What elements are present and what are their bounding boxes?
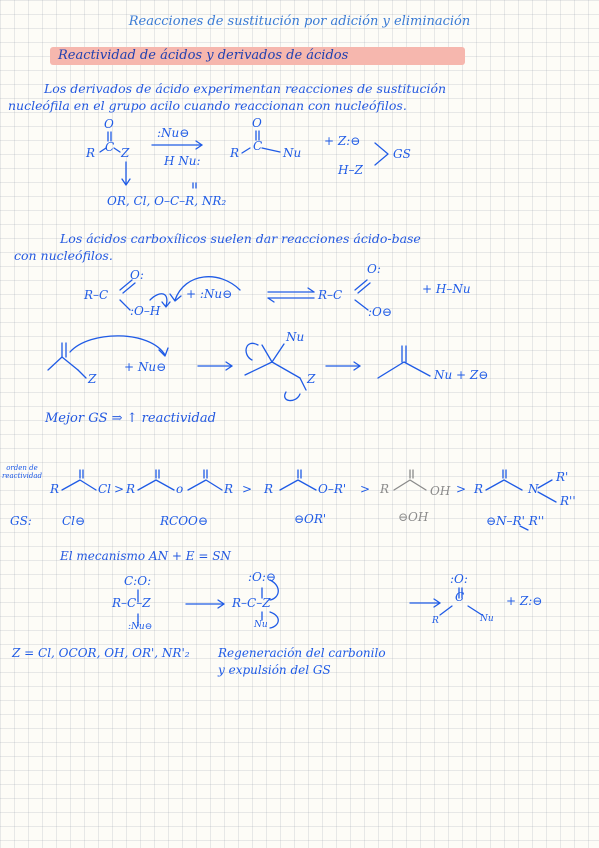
sep-1: > [114, 482, 125, 496]
mech-z: Z [88, 372, 97, 386]
prod-z: + Z:⊖ [506, 594, 543, 608]
z-definition: Z = Cl, OCOR, OH, OR', NR'₂ [12, 646, 190, 660]
acyl-c: C [105, 140, 115, 154]
int2-bottom: Nu [254, 620, 268, 630]
int2-top: :O:⊖ [248, 570, 276, 584]
reactivity-r-4: R [380, 482, 390, 496]
acid-oh: :O–H [130, 304, 161, 318]
product-c: C [253, 139, 263, 153]
reactivity-r-1: R [50, 482, 60, 496]
page-title: Reacciones de sustitución por adición y … [128, 14, 471, 29]
regen-line-1: Regeneración del carbonilo [218, 646, 386, 660]
reagent-hnu: H Nu: [164, 154, 201, 168]
product-o: O [252, 116, 262, 130]
gs-nr2: ⊖N–R' R'' [486, 514, 545, 528]
z-options: OR, Cl, O–C–R, NR₂ [107, 194, 227, 208]
intro-line-1: Los derivados de ácido experimentan reac… [44, 81, 447, 96]
an-e-heading: El mecanismo AN + E = SN [60, 549, 231, 563]
reactivity-amide-n: N [528, 482, 539, 496]
leaving-z-anion: + Z:⊖ [324, 134, 361, 148]
gs-cl: Cl⊖ [62, 514, 86, 528]
product-r: R [230, 146, 240, 160]
mech-product: Nu + Z⊖ [434, 368, 489, 382]
gs-rcoo: RCOO⊖ [160, 514, 208, 528]
mech-plus-nu: + Nu⊖ [124, 360, 167, 374]
acid-r-c: R–C [84, 288, 109, 302]
reactivity-acid-oh: OH [430, 484, 451, 498]
reactivity-r-3: R [264, 482, 274, 496]
prod-nu: Nu [480, 614, 494, 624]
acyl-o: O [104, 117, 114, 131]
reactivity-order-label: orden de reactividad [2, 464, 42, 480]
acid-o-top: O: [130, 268, 144, 282]
sep-2: > [242, 482, 253, 496]
regen-line-2: y expulsión del GS [218, 663, 331, 677]
reactivity-anhydride-o: o [176, 482, 184, 496]
carboxylate-r-c: R–C [318, 288, 343, 302]
acid-plus-hnu: + H–Nu [422, 282, 471, 296]
int1-mid: R–C–Z [112, 596, 151, 610]
carboxylate-o-minus: :O⊖ [368, 305, 392, 319]
reactivity-anhydride-r: R [224, 482, 234, 496]
intro-line-2: nucleófila en el grupo acilo cuando reac… [8, 98, 407, 113]
acyl-r: R [86, 146, 96, 160]
int1-top: C:O: [124, 574, 152, 588]
mech-int-nu: Nu [286, 330, 305, 344]
prod-r: R [432, 616, 439, 626]
gs-or: ⊖OR' [294, 512, 327, 526]
section-subtitle: Reactividad de ácidos y derivados de áci… [58, 48, 349, 63]
reactivity-r-2: R [126, 482, 136, 496]
gs-row-label: GS: [10, 514, 32, 528]
better-gs-note: Mejor GS ⇒ ↑ reactividad [45, 411, 216, 426]
int1-bottom: :Nu⊖ [128, 622, 153, 632]
acyl-z: Z [121, 146, 130, 160]
reactivity-ester: O–R' [318, 482, 347, 496]
carboxylate-o-top: O: [367, 262, 381, 276]
leaving-hz: H–Z [338, 163, 363, 177]
acid-plus-nu: + :Nu⊖ [186, 287, 233, 301]
subtitle-highlight [50, 47, 465, 65]
gs-oh: ⊖OH [398, 510, 429, 524]
acid-base-line-2: con nucleófilos. [14, 248, 113, 263]
sep-4: > [456, 482, 467, 496]
reactivity-amide-r2: R'' [560, 494, 576, 508]
reagent-nu-anion: :Nu⊖ [157, 126, 190, 140]
reactivity-cl: Cl [98, 482, 112, 496]
acid-base-line-1: Los ácidos carboxílicos suelen dar reacc… [60, 231, 421, 246]
product-nu: Nu [283, 146, 302, 160]
prod-top: :O: [450, 572, 468, 586]
mech-int-z: Z [307, 372, 316, 386]
gs-label: GS [393, 147, 411, 161]
reactivity-r-5: R [474, 482, 484, 496]
reactivity-amide-r1: R' [556, 470, 569, 484]
prod-c: C [455, 590, 465, 604]
int2-mid: R–C–Z [232, 596, 271, 610]
sep-3: > [360, 482, 371, 496]
